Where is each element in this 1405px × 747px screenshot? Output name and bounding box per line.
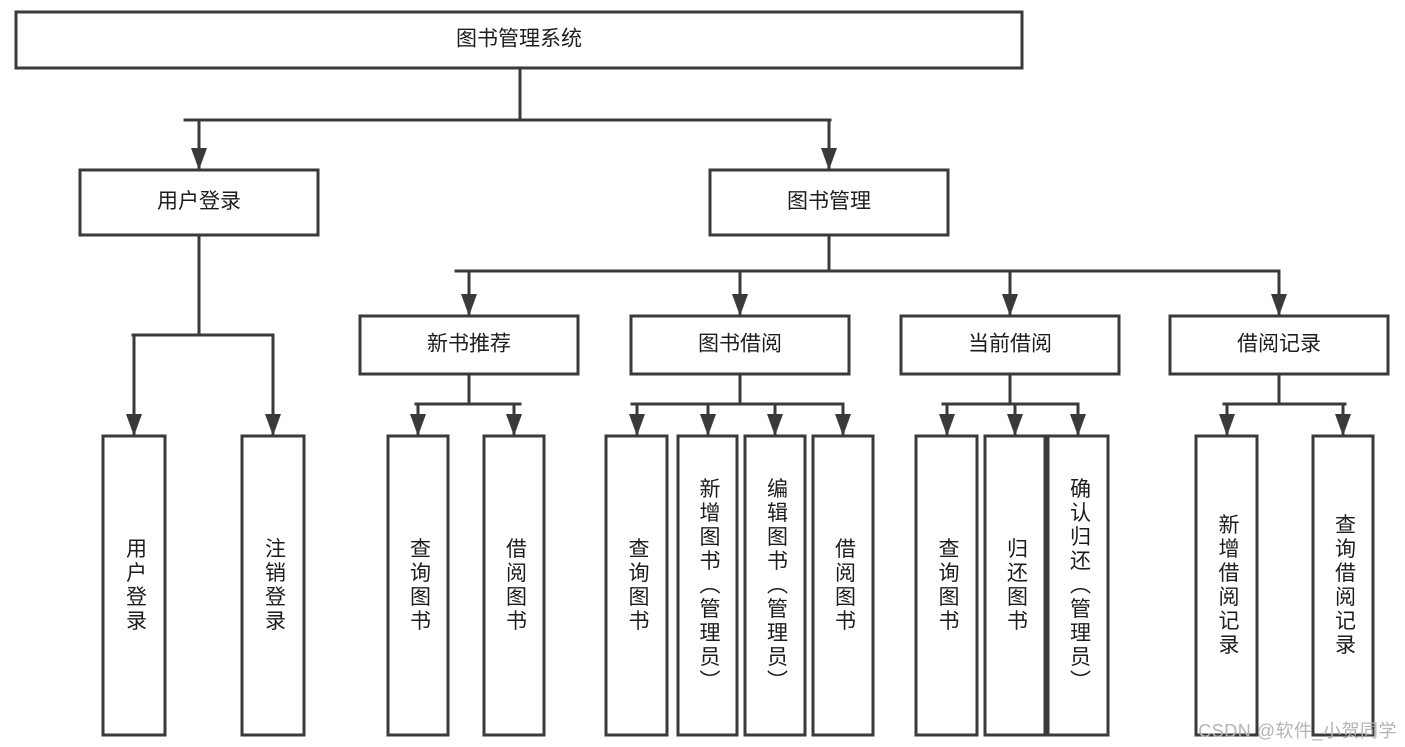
node-label: 借阅图书 xyxy=(503,538,527,634)
node-label: 查询借阅记录 xyxy=(1332,514,1356,658)
node-label: 归还图书 xyxy=(1004,538,1028,634)
node-n_records[interactable]: 借阅记录 xyxy=(1168,314,1390,376)
edge-n_current-to-l11 xyxy=(1070,402,1086,438)
edge-n_book_mgmt-to-n_new_books xyxy=(461,269,477,318)
edge-n_new_books-to-l3 xyxy=(410,402,426,438)
edge-bus xyxy=(1222,372,1347,406)
edge-n_new_books-to-l4 xyxy=(506,402,522,438)
node-label: 注销登录 xyxy=(262,538,286,634)
node-l10[interactable]: 归还图书 xyxy=(983,434,1047,737)
edge-bus xyxy=(941,372,1080,406)
node-label: 图书管理系统 xyxy=(456,28,582,51)
node-label: 借阅图书 xyxy=(832,538,856,634)
node-root[interactable]: 图书管理系统 xyxy=(14,10,1024,70)
edge-root-to-n_book_mgmt xyxy=(821,118,837,172)
edge-bus xyxy=(630,372,845,406)
edge-n_book_mgmt-to-n_records xyxy=(1271,269,1287,318)
edge-bus xyxy=(414,372,522,406)
edge-bus xyxy=(454,233,1279,273)
node-label: 用户登录 xyxy=(157,190,241,213)
edge-n_book_mgmt-to-n_borrow xyxy=(732,269,748,318)
nodes-layer: 图书管理系统用户登录图书管理新书推荐图书借阅当前借阅借阅记录用户登录注销登录查询… xyxy=(14,10,1390,737)
node-label: 查询图书 xyxy=(626,538,650,634)
edge-root-to-n_user_login xyxy=(191,118,207,172)
edge-n_records-to-l12 xyxy=(1219,402,1235,438)
edge-n_current-to-l10 xyxy=(1007,402,1023,438)
edge-n_user_login-to-l2 xyxy=(265,333,281,438)
node-label: 确认归还（管理员） xyxy=(1067,478,1091,694)
node-l11[interactable]: 确认归还（管理员） xyxy=(1046,434,1110,737)
node-n_user_login[interactable]: 用户登录 xyxy=(78,168,320,237)
node-label: 借阅记录 xyxy=(1237,333,1321,356)
node-label: 查询图书 xyxy=(936,538,960,634)
edge-n_borrow-to-l6 xyxy=(700,402,716,438)
node-l4[interactable]: 借阅图书 xyxy=(482,434,546,737)
node-l12[interactable]: 新增借阅记录 xyxy=(1194,434,1259,737)
node-label: 新书推荐 xyxy=(427,333,511,356)
node-l8[interactable]: 借阅图书 xyxy=(811,434,875,737)
edges-layer xyxy=(126,66,1351,438)
node-l3[interactable]: 查询图书 xyxy=(386,434,450,737)
node-n_borrow[interactable]: 图书借阅 xyxy=(629,314,851,376)
node-l6[interactable]: 新增图书（管理员） xyxy=(676,434,739,737)
node-n_new_books[interactable]: 新书推荐 xyxy=(358,314,580,376)
node-label: 编辑图书（管理员） xyxy=(764,478,788,694)
node-label: 当前借阅 xyxy=(968,333,1052,356)
edge-bus xyxy=(183,66,832,122)
edge-n_current-to-l9 xyxy=(939,402,955,438)
node-n_current[interactable]: 当前借阅 xyxy=(899,314,1121,376)
edge-n_book_mgmt-to-n_current xyxy=(1002,269,1018,318)
node-l9[interactable]: 查询图书 xyxy=(914,434,979,737)
edge-n_borrow-to-l5 xyxy=(629,402,645,438)
node-label: 查询图书 xyxy=(407,538,431,634)
node-l13[interactable]: 查询借阅记录 xyxy=(1311,434,1375,737)
node-label: 用户登录 xyxy=(123,538,147,634)
edge-n_borrow-to-l8 xyxy=(835,402,851,438)
edge-n_borrow-to-l7 xyxy=(767,402,783,438)
edge-n_records-to-l13 xyxy=(1335,402,1351,438)
node-label: 图书借阅 xyxy=(698,333,782,356)
node-label: 图书管理 xyxy=(787,190,871,213)
node-n_book_mgmt[interactable]: 图书管理 xyxy=(708,168,950,237)
node-l2[interactable]: 注销登录 xyxy=(240,434,306,737)
node-l5[interactable]: 查询图书 xyxy=(604,434,669,737)
node-label: 新增图书（管理员） xyxy=(697,478,721,694)
edge-bus xyxy=(131,233,275,337)
node-l1[interactable]: 用户登录 xyxy=(101,434,167,737)
node-label: 新增借阅记录 xyxy=(1216,514,1240,658)
edge-n_user_login-to-l1 xyxy=(126,333,142,438)
node-l7[interactable]: 编辑图书（管理员） xyxy=(743,434,807,737)
